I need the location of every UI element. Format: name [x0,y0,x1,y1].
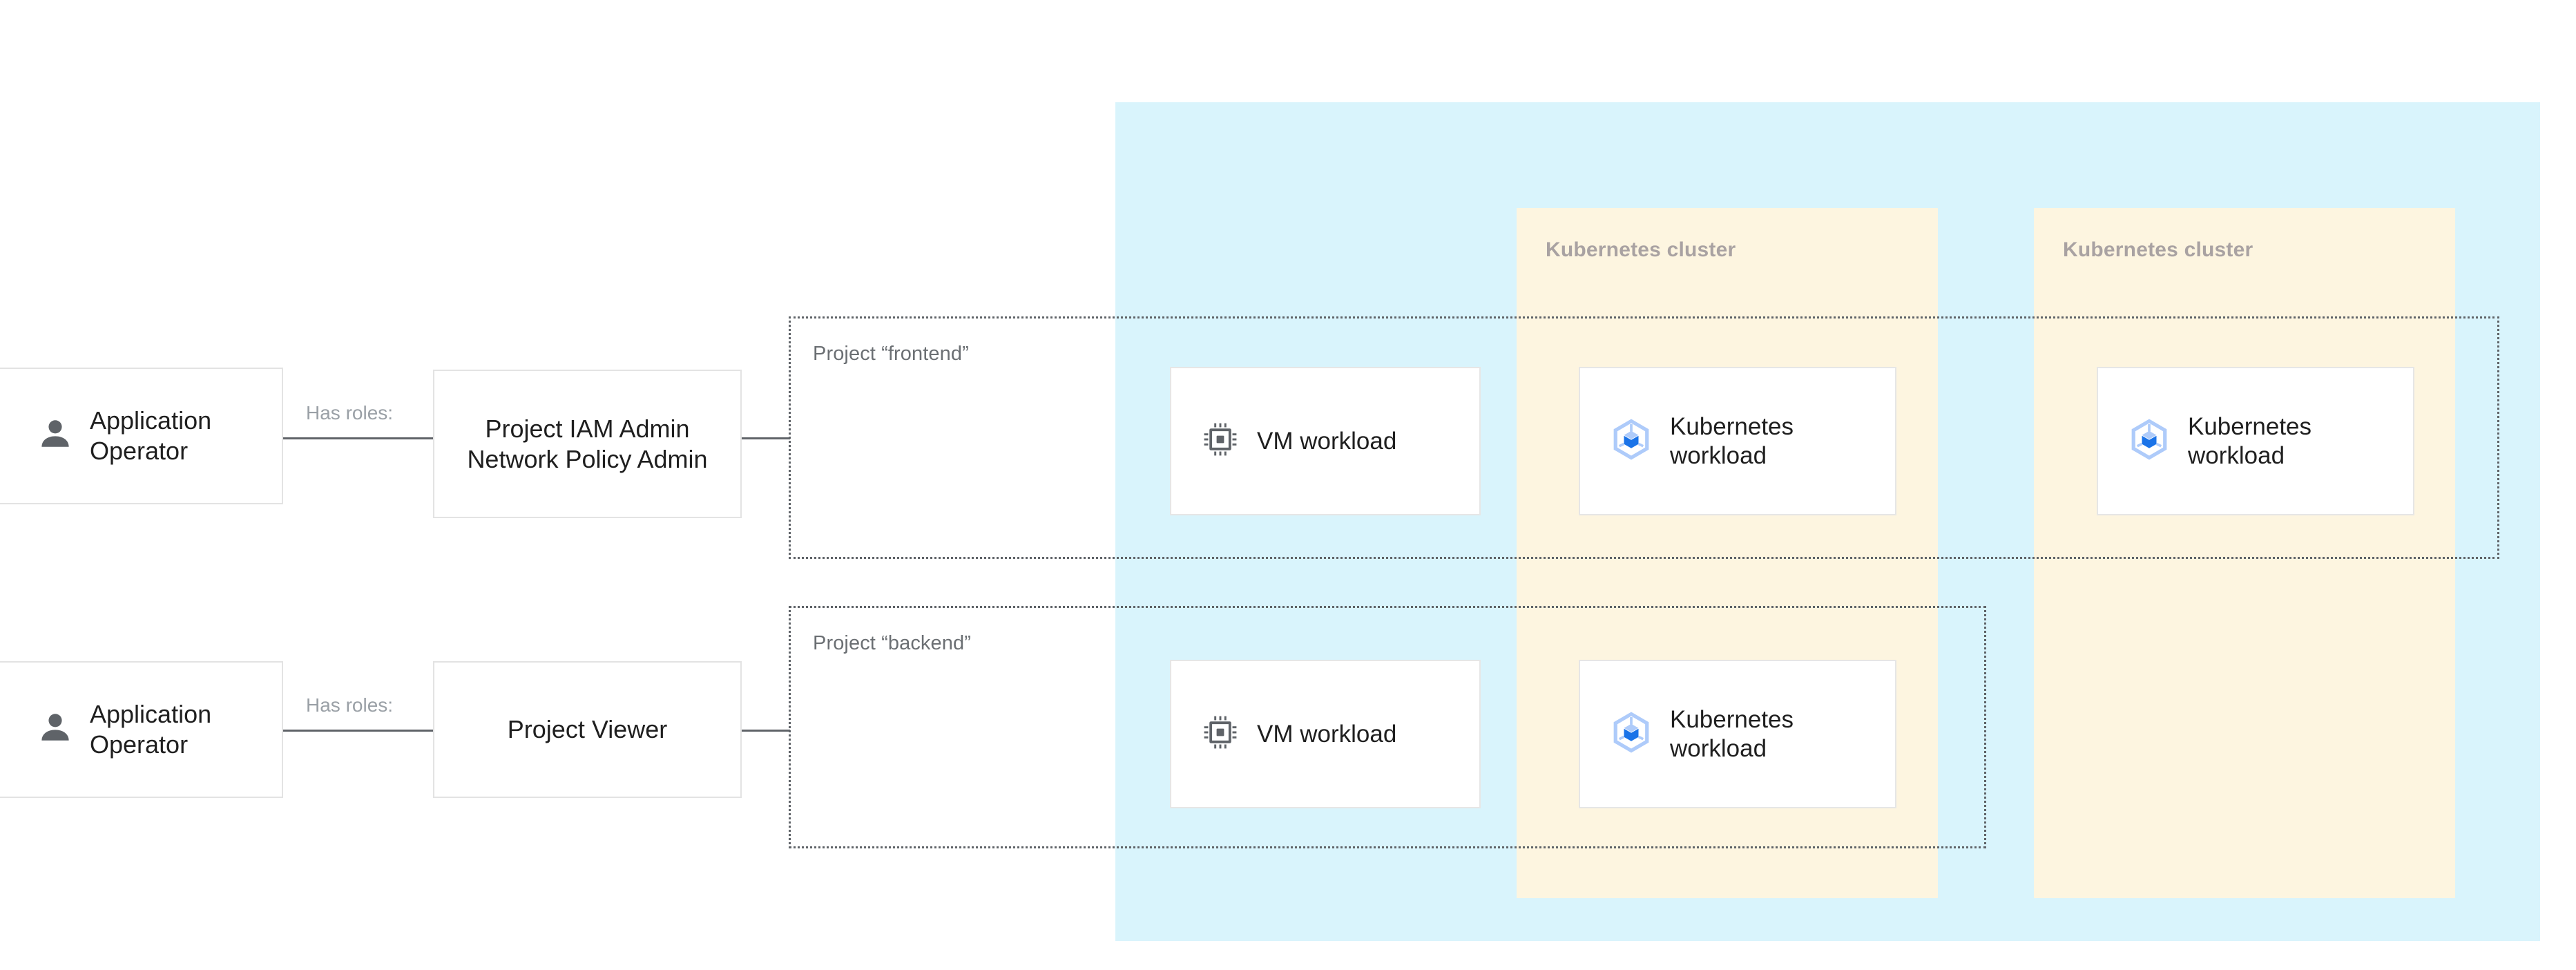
connector-role2-to-project-backend [742,730,790,732]
workload-card-vm-frontend: VM workload [1170,367,1481,515]
actor-label-1: Application Operator [90,406,212,465]
workload-label-vm-frontend: VM workload [1257,427,1397,455]
role-box-project-viewer: Project Viewer [433,661,742,798]
person-icon [36,709,75,751]
kubernetes-cluster-label-2: Kubernetes cluster [2063,238,2253,261]
kubernetes-icon [1611,712,1652,757]
workload-card-k8s-frontend-cluster1: Kubernetes workload [1579,367,1896,515]
kubernetes-cluster-panel-2: Kubernetes cluster [2034,208,2455,898]
role-box-project-iam-admin: Project IAM Admin Network Policy Admin [433,370,742,518]
project-frontend-boundary: Project “frontend” [789,316,2499,559]
workload-card-k8s-frontend-cluster2: Kubernetes workload [2097,367,2414,515]
workload-label-vm-backend: VM workload [1257,720,1397,748]
actor-application-operator-1: Application Operator [0,368,283,504]
edge-label-has-roles-2: Has roles: [306,694,394,716]
actor-label-2: Application Operator [90,700,212,759]
workload-label-k8s-backend-cluster1: Kubernetes workload [1670,705,1794,762]
role-label-1: Project IAM Admin Network Policy Admin [467,414,708,473]
kubernetes-cluster-label-1: Kubernetes cluster [1546,238,1736,261]
edge-label-has-roles-1: Has roles: [306,402,394,424]
workload-label-k8s-frontend-cluster2: Kubernetes workload [2188,412,2312,469]
connector-actor1-to-role1 [283,437,434,439]
actor-application-operator-2: Application Operator [0,661,283,798]
connector-role1-to-project-frontend [742,437,790,439]
chip-icon [1202,714,1239,754]
role-label-2: Project Viewer [507,715,668,744]
project-backend-boundary: Project “backend” [789,606,1986,848]
workload-label-k8s-frontend-cluster1: Kubernetes workload [1670,412,1794,469]
project-frontend-label: Project “frontend” [813,343,969,365]
kubernetes-icon [2128,419,2170,464]
kubernetes-icon [1611,419,1652,464]
chip-icon [1202,421,1239,462]
workload-card-vm-backend: VM workload [1170,660,1481,808]
person-icon [36,415,75,457]
connector-actor2-to-role2 [283,730,434,732]
project-backend-label: Project “backend” [813,632,971,654]
workload-card-k8s-backend-cluster1: Kubernetes workload [1579,660,1896,808]
